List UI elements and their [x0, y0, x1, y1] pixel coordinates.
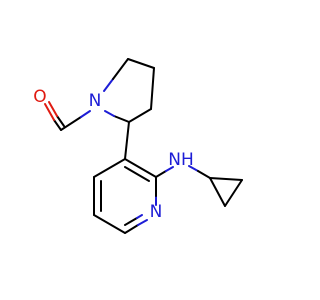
bond-pyrrolidine-pyridine [124, 121, 130, 160]
bond-ring-2 [127, 58, 155, 69]
bond-n-c-ring-1-black [112, 58, 129, 80]
pyrrolidine-ring [103, 58, 155, 123]
bond-py-c2-c3-inner [124, 166, 150, 182]
bond-py-c3-c4 [93, 158, 126, 178]
bond-formyl-c-o-2-red [48, 101, 58, 117]
pyridine-nitrogen-label: N [150, 202, 163, 222]
amine-nh-label: NH [168, 150, 194, 170]
bond-py-c5-c6 [93, 214, 126, 234]
bond-py-c6-n-blue [137, 219, 148, 226]
bond-py-c6-n-inner-blue [136, 214, 143, 219]
amine-linkage [155, 165, 211, 179]
bond-nh-cyclopropyl-black [197, 170, 211, 179]
bond-ring-5-black [113, 115, 130, 123]
bond-formyl-c-n-blue [80, 110, 91, 118]
bond-formyl-c-n-black [60, 116, 82, 131]
formyl-group [44, 101, 91, 131]
cyclopropyl-ring [209, 177, 243, 207]
bond-n-c-ring-1-blue [103, 78, 114, 92]
amide-nitrogen-label: N [89, 91, 102, 111]
oxygen-label: O [33, 87, 46, 107]
bond-formyl-c-o-1-black [53, 119, 62, 131]
bond-py-c2-c3 [124, 158, 157, 178]
bond-ring-5-blue [104, 110, 115, 117]
bond-cyclopropyl-2 [224, 179, 243, 207]
bond-py-c6-n-inner-black [124, 217, 138, 226]
structure-diagram: O N NH N [0, 0, 300, 300]
bond-ring-4 [128, 108, 152, 123]
bond-formyl-c-o-1-red [44, 103, 55, 121]
bond-c2-nh-blue [165, 166, 174, 172]
bond-cyclopropyl-3 [209, 177, 243, 181]
bond-c2-nh-black [155, 170, 167, 178]
pyridine-ring [93, 158, 157, 234]
bond-py-c6-n-black [124, 224, 139, 234]
canvas-background [0, 0, 300, 300]
bond-formyl-c-o-2-black [56, 115, 65, 127]
bond-ring-3 [150, 67, 155, 110]
bond-cyclopropyl-1 [209, 177, 226, 207]
bond-nh-cyclopropyl-blue [188, 165, 199, 172]
